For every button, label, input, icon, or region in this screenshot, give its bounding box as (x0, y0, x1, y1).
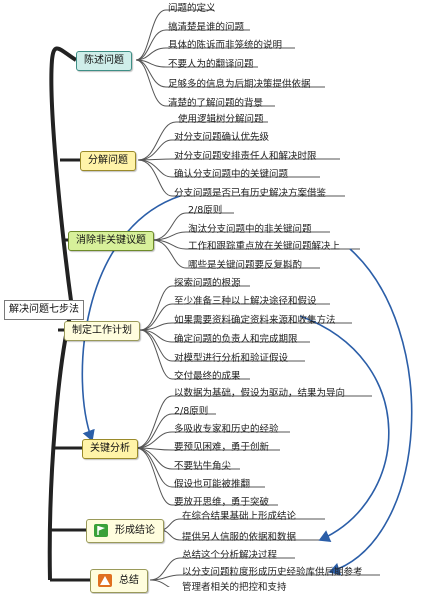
leaf-1-5[interactable]: 足够多的信息为后期决策提供依据 (168, 79, 311, 90)
leaf-3-2[interactable]: 淘汰分支问题中的非关键问题 (188, 224, 312, 235)
leaf-7-1[interactable]: 总结这个分析解决过程 (182, 550, 278, 561)
leaf-3-4[interactable]: 哪些是关键问题要反复斟酌 (188, 260, 303, 271)
leaf-2-4[interactable]: 确认分支问题中的关键问题 (174, 169, 289, 180)
leaf-5-2[interactable]: 2/8原则 (174, 406, 209, 417)
leaf-7-2[interactable]: 以分支问题粒度形成历史经验库供后期参考 (182, 567, 363, 578)
leaf-5-1[interactable]: 以数据为基础，假设为驱动，结果为导向 (174, 388, 346, 399)
leaf-3-3[interactable]: 工作和跟踪重点放在关键问题解决上 (188, 241, 341, 252)
leaf-2-1[interactable]: 使用逻辑树分解问题 (178, 114, 264, 125)
leaf-4-5[interactable]: 对模型进行分析和验证假设 (174, 353, 289, 364)
leaf-4-1[interactable]: 探索问题的根源 (174, 278, 241, 289)
branch-conclusion[interactable]: 形成结论 (86, 519, 164, 543)
trunk-upper (49, 46, 78, 309)
leaf-1-4[interactable]: 不要人为的翻译问题 (168, 59, 254, 70)
green-flag-icon (94, 524, 108, 537)
leaf-1-1[interactable]: 问题的定义 (168, 3, 216, 14)
branch-key-analysis[interactable]: 关键分析 (82, 439, 138, 459)
trunk-lower (47, 307, 74, 581)
leaf-4-2[interactable]: 至少准备三种以上解决途径和假设 (174, 296, 317, 307)
branch-remove-nonkey[interactable]: 消除非关键议题 (68, 231, 154, 251)
arrow-focus-to-summary (328, 248, 413, 576)
leaf-1-2[interactable]: 搞清楚是谁的问题 (168, 22, 245, 33)
arrow-history-to-analysis (81, 195, 181, 442)
leaf-6-2[interactable]: 提供另人信服的依据和数据 (182, 532, 297, 543)
branch-decompose-problem[interactable]: 分解问题 (80, 151, 136, 171)
leaf-1-3[interactable]: 具体的陈诉而非笼统的说明 (168, 40, 283, 51)
leaf-5-3[interactable]: 多吸收专家和历史的经验 (174, 424, 279, 435)
leaf-1-6[interactable]: 清楚的了解问题的背景 (168, 98, 264, 109)
leaf-2-5[interactable]: 分支问题是否已有历史解决方案借鉴 (174, 188, 327, 199)
root-topic[interactable]: 解决问题七步法 (4, 300, 84, 320)
branch-state-problem[interactable]: 陈述问题 (76, 51, 132, 71)
leaf-4-6[interactable]: 交付最终的成果 (174, 371, 241, 382)
leaf-3-1[interactable]: 2/8原则 (188, 205, 223, 216)
leaf-5-6[interactable]: 假设也可能被推翻 (174, 479, 251, 490)
leaf-6-1[interactable]: 在综合结果基础上形成结论 (182, 511, 297, 522)
leaf-7-3[interactable]: 管理者相关的把控和支持 (182, 582, 287, 593)
leaf-2-2[interactable]: 对分支问题确认优先级 (174, 132, 270, 143)
leaf-5-7[interactable]: 要放开思维，勇于突破 (174, 497, 270, 508)
warning-icon (98, 574, 112, 587)
branch-work-plan[interactable]: 制定工作计划 (64, 321, 140, 341)
branch-summary[interactable]: 总结 (90, 569, 148, 593)
leaf-2-3[interactable]: 对分支问题安排责任人和解决时限 (174, 151, 317, 162)
arrow-data-to-evidence (299, 315, 390, 542)
leaf-4-4[interactable]: 确定问题的负责人和完成期限 (174, 334, 298, 345)
branch-summary-label: 总结 (119, 575, 139, 586)
leaf-4-3[interactable]: 如果需要资料确定资料来源和收集方法 (174, 315, 336, 326)
branch-conclusion-label: 形成结论 (115, 525, 155, 536)
leaf-5-4[interactable]: 要预见困难，勇于创新 (174, 442, 270, 453)
leaf-5-5[interactable]: 不要钻牛角尖 (174, 461, 232, 472)
